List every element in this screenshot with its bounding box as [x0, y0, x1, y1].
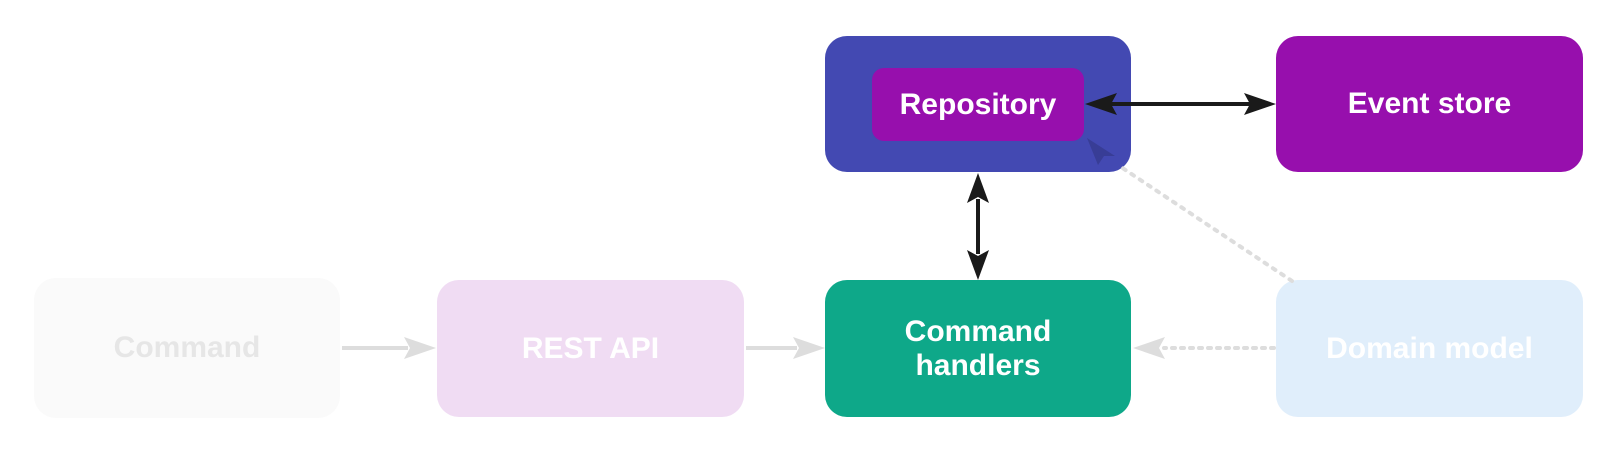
- command-node: Command: [34, 278, 340, 418]
- event-store-node: Event store: [1276, 36, 1583, 172]
- command-node-label: Command: [113, 331, 261, 364]
- domain-model-node-label: Domain model: [1326, 331, 1533, 365]
- edge-rest-api-to-command-handlers: [746, 337, 825, 359]
- repository-node-label: Repository: [899, 87, 1057, 121]
- event-store-node-label: Event store: [1347, 87, 1512, 120]
- edge-repository-to-command-handlers: [967, 173, 989, 280]
- command-handlers-node-label: Command handlers: [904, 314, 1052, 382]
- edge-domain-model-to-command-handlers: [1133, 337, 1276, 359]
- domain-model-node: Domain model: [1276, 280, 1583, 417]
- rest-api-node-label: REST API: [521, 331, 660, 365]
- rest-api-node: REST API: [437, 280, 744, 417]
- repository-node: Repository: [872, 68, 1084, 141]
- command-handlers-node: Command handlers: [825, 280, 1131, 417]
- edge-command-to-rest-api: [342, 337, 436, 359]
- edge-domain-model-to-repository: [1116, 163, 1294, 283]
